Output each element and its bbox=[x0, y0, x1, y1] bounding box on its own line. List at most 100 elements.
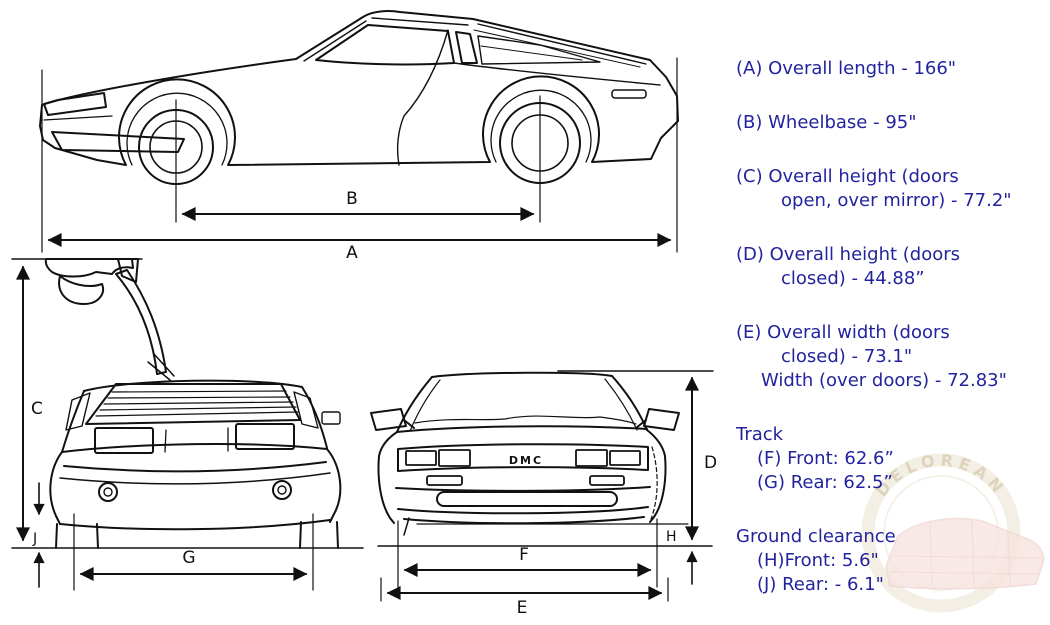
dimension-diagram: B A bbox=[11, 10, 717, 618]
front-right-a-pillar-inner bbox=[604, 378, 638, 431]
spec-overall-width: (E) Overall width (doors closed) - 73.1"… bbox=[736, 321, 1048, 393]
side-deck-louver-2 bbox=[473, 29, 641, 68]
rear-left-exhaust-tip bbox=[103, 487, 113, 497]
rear-left-wheel bbox=[55, 523, 99, 549]
front-left-mirror-stalk bbox=[403, 419, 415, 429]
rear-left-fender bbox=[49, 451, 63, 525]
dim-label-g: G bbox=[182, 548, 195, 568]
side-deck-louver-1 bbox=[477, 23, 647, 65]
dim-label-h: H bbox=[666, 529, 677, 545]
side-body-outline bbox=[39, 10, 679, 166]
rear-lower-edge bbox=[59, 519, 331, 531]
rear-roof bbox=[83, 379, 303, 392]
spec-ground-front: (H)Front: 5.6" bbox=[757, 550, 879, 571]
dmc-grille-logo: DMC bbox=[509, 454, 543, 467]
watermark-car-panel-lines bbox=[889, 518, 1043, 589]
open-door-panel bbox=[44, 258, 134, 278]
door-hinge-brace bbox=[147, 353, 175, 381]
rear-right-wheel bbox=[299, 521, 339, 549]
rear-left-taillamp bbox=[94, 427, 154, 454]
spec-ground-title: Ground clearance bbox=[736, 526, 896, 547]
side-headlamp-cluster bbox=[43, 92, 107, 116]
front-wipers bbox=[414, 415, 637, 425]
watermark-car-silhouette bbox=[885, 517, 1045, 590]
open-door-tab bbox=[117, 258, 139, 283]
dim-label-j: J bbox=[32, 531, 37, 547]
rear-view-drawing bbox=[11, 258, 364, 591]
spec-line: closed) - 73.1" bbox=[781, 346, 913, 367]
front-view-drawing bbox=[370, 370, 714, 602]
side-roof-inner bbox=[371, 17, 469, 26]
spec-line: open, over mirror) - 77.2" bbox=[781, 190, 1012, 211]
open-door-strut bbox=[115, 269, 167, 375]
spec-overall-length: (A) Overall length - 166" bbox=[736, 57, 1048, 81]
front-bumper-rub-strip bbox=[436, 491, 618, 507]
spec-line: (B) Wheelbase - 95" bbox=[736, 112, 917, 133]
rear-right-quarter-window bbox=[293, 391, 319, 429]
front-lamp-band bbox=[397, 443, 649, 472]
side-rear-inner-arch bbox=[490, 89, 592, 163]
side-view-drawing bbox=[39, 10, 679, 253]
rear-right-exhaust bbox=[272, 480, 292, 500]
front-left-a-pillar-inner bbox=[409, 379, 441, 432]
front-left-outer-headlamp bbox=[405, 450, 437, 466]
rear-louver-slats bbox=[95, 390, 299, 417]
front-left-turn-signal bbox=[426, 475, 463, 486]
side-b-pillar bbox=[455, 31, 478, 64]
front-left-tire-tick bbox=[403, 517, 410, 536]
front-left-fender bbox=[377, 431, 398, 524]
rear-left-exhaust bbox=[98, 482, 118, 502]
dim-label-c: C bbox=[31, 399, 43, 419]
front-left-mirror bbox=[370, 408, 407, 431]
open-door-mirror bbox=[58, 275, 104, 305]
spec-line: (C) Overall height (doors bbox=[736, 166, 959, 187]
side-door-window bbox=[315, 24, 455, 66]
side-quarter-window bbox=[477, 35, 601, 65]
front-right-turn-signal bbox=[589, 475, 625, 486]
rear-bumper-top bbox=[63, 461, 327, 473]
side-air-dam bbox=[51, 131, 185, 153]
rear-right-pillar bbox=[301, 386, 328, 449]
rear-right-exhaust-tip bbox=[277, 485, 287, 495]
spec-line: (A) Overall length - 166" bbox=[736, 58, 957, 79]
front-right-outer-headlamp bbox=[609, 450, 641, 466]
dim-label-a: A bbox=[346, 243, 358, 263]
dim-label-e: E bbox=[517, 598, 528, 618]
spec-ground-clearance: Ground clearance (H)Front: 5.6" (J) Rear… bbox=[736, 525, 1048, 597]
side-rear-beltline bbox=[453, 62, 661, 86]
front-bumper-top bbox=[395, 486, 651, 492]
side-rear-vent bbox=[611, 89, 647, 99]
spec-ground-rear: (J) Rear: - 6.1" bbox=[757, 574, 884, 595]
dim-label-d: D bbox=[704, 453, 717, 473]
rear-right-fender bbox=[326, 448, 342, 523]
spec-panel: (A) Overall length - 166" (B) Wheelbase … bbox=[736, 57, 1048, 625]
front-right-mirror-stalk bbox=[635, 419, 647, 429]
front-right-mirror bbox=[643, 408, 680, 431]
front-bumper-bottom bbox=[397, 506, 649, 515]
rear-license-left-line bbox=[164, 429, 167, 453]
rear-louver-panel bbox=[85, 383, 301, 425]
front-left-a-pillar bbox=[396, 376, 433, 433]
dim-label-f: F bbox=[519, 545, 529, 565]
rear-left-quarter-window bbox=[65, 392, 91, 431]
spec-height-doors-closed: (D) Overall height (doors closed) - 44.8… bbox=[736, 243, 1048, 291]
side-bumper-crease bbox=[43, 115, 113, 121]
front-right-tire-dashed bbox=[650, 446, 658, 520]
front-right-fender bbox=[646, 429, 667, 523]
spec-line: (E) Overall width (doors bbox=[736, 322, 950, 343]
side-door-seam bbox=[396, 29, 449, 166]
spec-line: Width (over doors) - 72.83" bbox=[761, 370, 1007, 391]
front-cowl bbox=[396, 425, 648, 433]
front-roof bbox=[431, 371, 613, 378]
spec-line: (D) Overall height (doors bbox=[736, 244, 961, 265]
front-valance-bottom bbox=[403, 516, 645, 525]
spec-track-title: Track bbox=[736, 424, 784, 445]
rear-right-taillamp bbox=[235, 423, 295, 450]
front-left-inner-headlamp bbox=[438, 449, 471, 467]
spec-track-front: (F) Front: 62.6” bbox=[757, 448, 894, 469]
spec-height-doors-open: (C) Overall height (doors open, over mir… bbox=[736, 165, 1048, 213]
side-quarter-louver bbox=[480, 45, 583, 61]
rear-side-marker bbox=[321, 411, 341, 425]
